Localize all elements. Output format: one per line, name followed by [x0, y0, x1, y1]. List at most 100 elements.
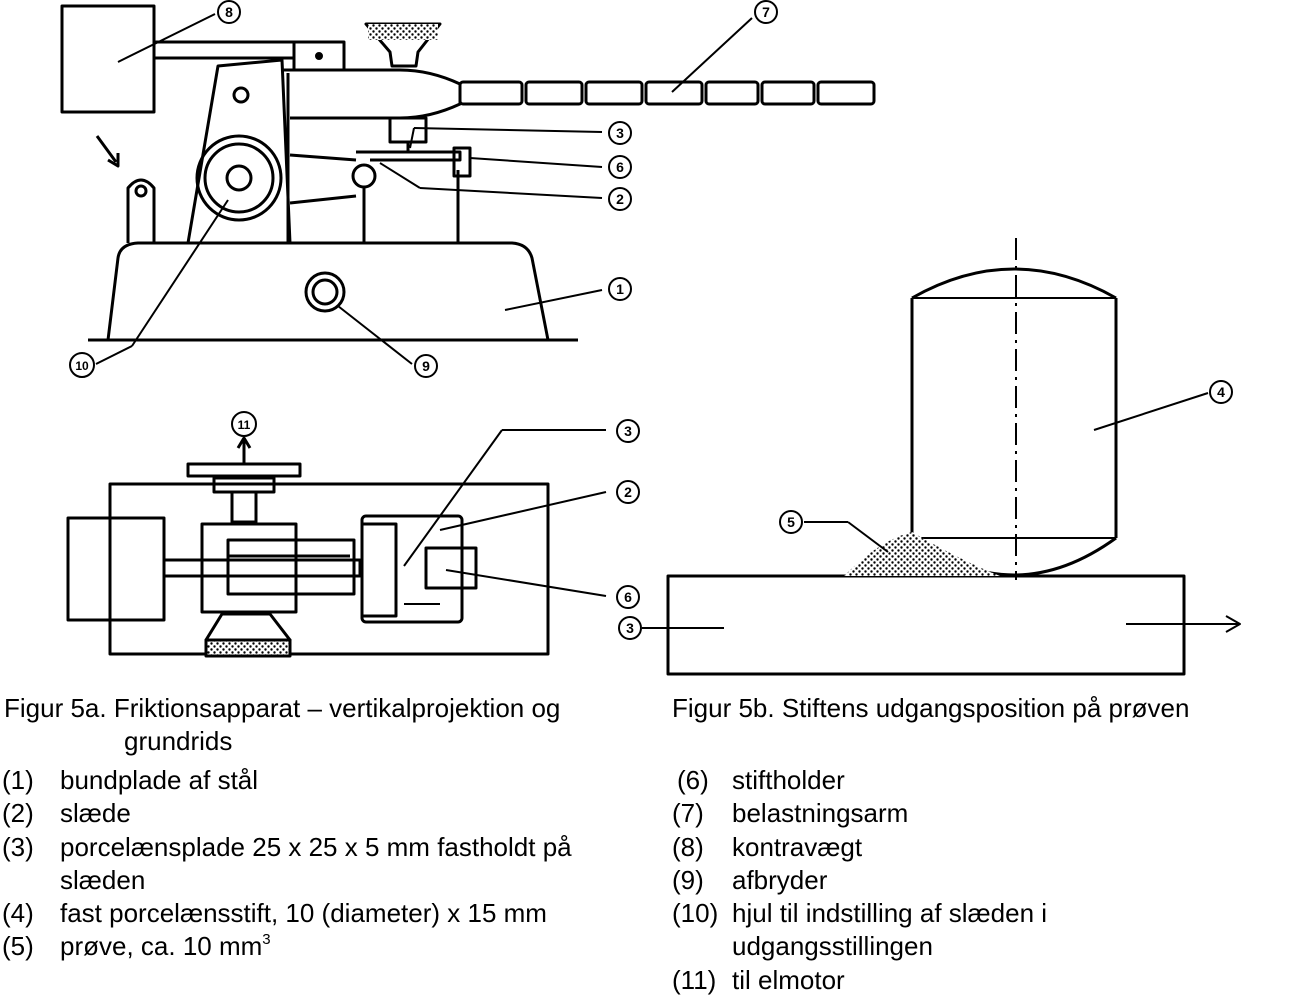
callout-4: 4: [1209, 380, 1233, 404]
legend-number: (11): [672, 964, 717, 995]
arm-body: [282, 68, 462, 120]
callout-11: 11: [231, 411, 257, 437]
rod-clamp-dot: [315, 52, 323, 60]
legend-item: (10) hjul til indstilling af slæden i: [672, 897, 1292, 930]
legend-text: stiftholder: [732, 765, 845, 795]
callout-3-plan: 3: [616, 419, 640, 443]
rotation-arrow: [95, 135, 118, 163]
legend-number: (6): [677, 765, 709, 795]
motion-arrow-head: [1225, 615, 1241, 633]
porcelain-plate: [666, 574, 1186, 676]
legend-item-cont: udgangsstillingen: [672, 930, 1292, 963]
plan-rod: [162, 558, 362, 578]
legend-number: (8): [672, 831, 704, 862]
legend-number: (3): [2, 831, 34, 862]
callout-label: 3: [624, 423, 632, 439]
callout-1: 1: [608, 277, 632, 301]
fig5a-leaders: [95, 13, 753, 365]
callout-label: 7: [762, 4, 770, 20]
callout-label: 6: [616, 159, 624, 175]
plan-slide-end: [360, 522, 398, 618]
callout-label: 2: [616, 191, 624, 207]
callout-label: 2: [624, 484, 632, 500]
legend-item: (8) kontravægt: [672, 831, 1292, 864]
legend-text: til elmotor: [732, 964, 845, 995]
slide-link-bottom: [289, 194, 357, 205]
figure-drawings: 8 7 3 6 2 1 10 9: [60, 0, 1241, 676]
pin-holder-top: [388, 116, 428, 144]
legend-left: (1) bundplade af stål (2) slæde (3) porc…: [2, 764, 652, 964]
switch-outer: [304, 271, 346, 313]
legend-text: hjul til indstilling af slæden i: [732, 898, 1048, 929]
legend-text: afbryder: [732, 864, 828, 895]
plan-handle-shaft: [230, 490, 258, 524]
rotation-arrow-head: [107, 153, 120, 168]
callout-2: 2: [608, 187, 632, 211]
plan-hopper: [204, 638, 292, 658]
legend-item: (1) bundplade af stål: [2, 764, 652, 797]
callout-2-plan: 2: [616, 480, 640, 504]
legend-item: (3) porcelænsplade 25 x 25 x 5 mm fastho…: [2, 831, 652, 864]
legend-item: (4) fast porcelænsstift, 10 (diameter) x…: [2, 897, 652, 930]
callout-label: 3: [626, 620, 634, 636]
support-post-hole: [134, 184, 148, 198]
callout-label: 5: [787, 514, 795, 530]
legend-number: (4): [2, 898, 34, 929]
column-hole: [232, 86, 250, 104]
legend-item: (7) belastningsarm: [672, 797, 1292, 830]
wheel-outer: [195, 134, 283, 222]
fig5a-plan-leaders: [403, 429, 607, 597]
callout-label: 10: [75, 359, 89, 373]
callout-label: 8: [225, 4, 233, 20]
legend-text-group: prøve, ca. 10 mm3: [60, 930, 271, 963]
legend-item: (9) afbryder: [672, 864, 1292, 897]
fig5b: [666, 238, 1241, 676]
fig5a-caption-cont: grundrids: [124, 726, 233, 756]
motor-arrow-head: [236, 436, 252, 449]
legend-item: (11) til elmotor: [672, 964, 1292, 997]
legend-number: (2): [2, 798, 34, 829]
fig5a-caption: Figur 5a. Friktionsapparat – vertikalpro…: [4, 693, 561, 723]
plan-hopper-neck: [204, 612, 292, 642]
legend-text: slæde: [60, 798, 131, 829]
plan-counterweight: [66, 516, 166, 622]
legend-text-cont: udgangsstillingen: [732, 931, 933, 962]
callout-label: 4: [1217, 384, 1225, 400]
wheel-hub: [225, 164, 253, 192]
switch-inner: [311, 278, 339, 306]
callout-6: 6: [608, 155, 632, 179]
plan-slide: [360, 514, 464, 624]
legend-number: (7): [672, 798, 704, 829]
plan-arm-block: [226, 538, 356, 596]
callout-3: 3: [608, 121, 632, 145]
callout-label: 11: [238, 418, 251, 432]
fig5a-elevation: [60, 4, 876, 342]
fig5a-plan: [66, 436, 550, 658]
legend-right: (6) stiftholder (7) belastningsarm (8) k…: [672, 764, 1292, 997]
legend-item: (5) prøve, ca. 10 mm3: [2, 930, 652, 963]
legend-item-cont: slæden: [2, 864, 652, 897]
callout-label: 9: [422, 358, 430, 374]
slide-pivot: [351, 163, 377, 189]
base-plate: [106, 241, 550, 341]
fig5a-plan-callouts: 11 3 2 6: [231, 411, 640, 609]
legend-item: (6) stiftholder: [672, 764, 1292, 797]
plan-column-block: [200, 522, 298, 614]
legend-text: fast porcelænsstift, 10 (diameter) x 15 …: [60, 898, 547, 929]
plan-baseplate: [108, 482, 550, 656]
legend-text: belastningsarm: [732, 798, 909, 829]
fig5b-leaders: [642, 392, 1209, 629]
sample-powder: [844, 532, 1000, 576]
callout-6-plan: 6: [616, 585, 640, 609]
legend-item: (2) slæde: [2, 797, 652, 830]
slide: [356, 150, 462, 162]
pin-holder-clip: [452, 146, 472, 178]
pin-top: [911, 267, 1117, 300]
legend-number: (9): [672, 864, 704, 895]
callout-label: 1: [616, 281, 624, 297]
callout-label: 3: [616, 125, 624, 141]
counterweight: [60, 4, 156, 114]
load-arm-segments: [458, 80, 876, 106]
plan-pin-holder: [424, 546, 478, 590]
legend-superscript: 3: [262, 930, 271, 948]
